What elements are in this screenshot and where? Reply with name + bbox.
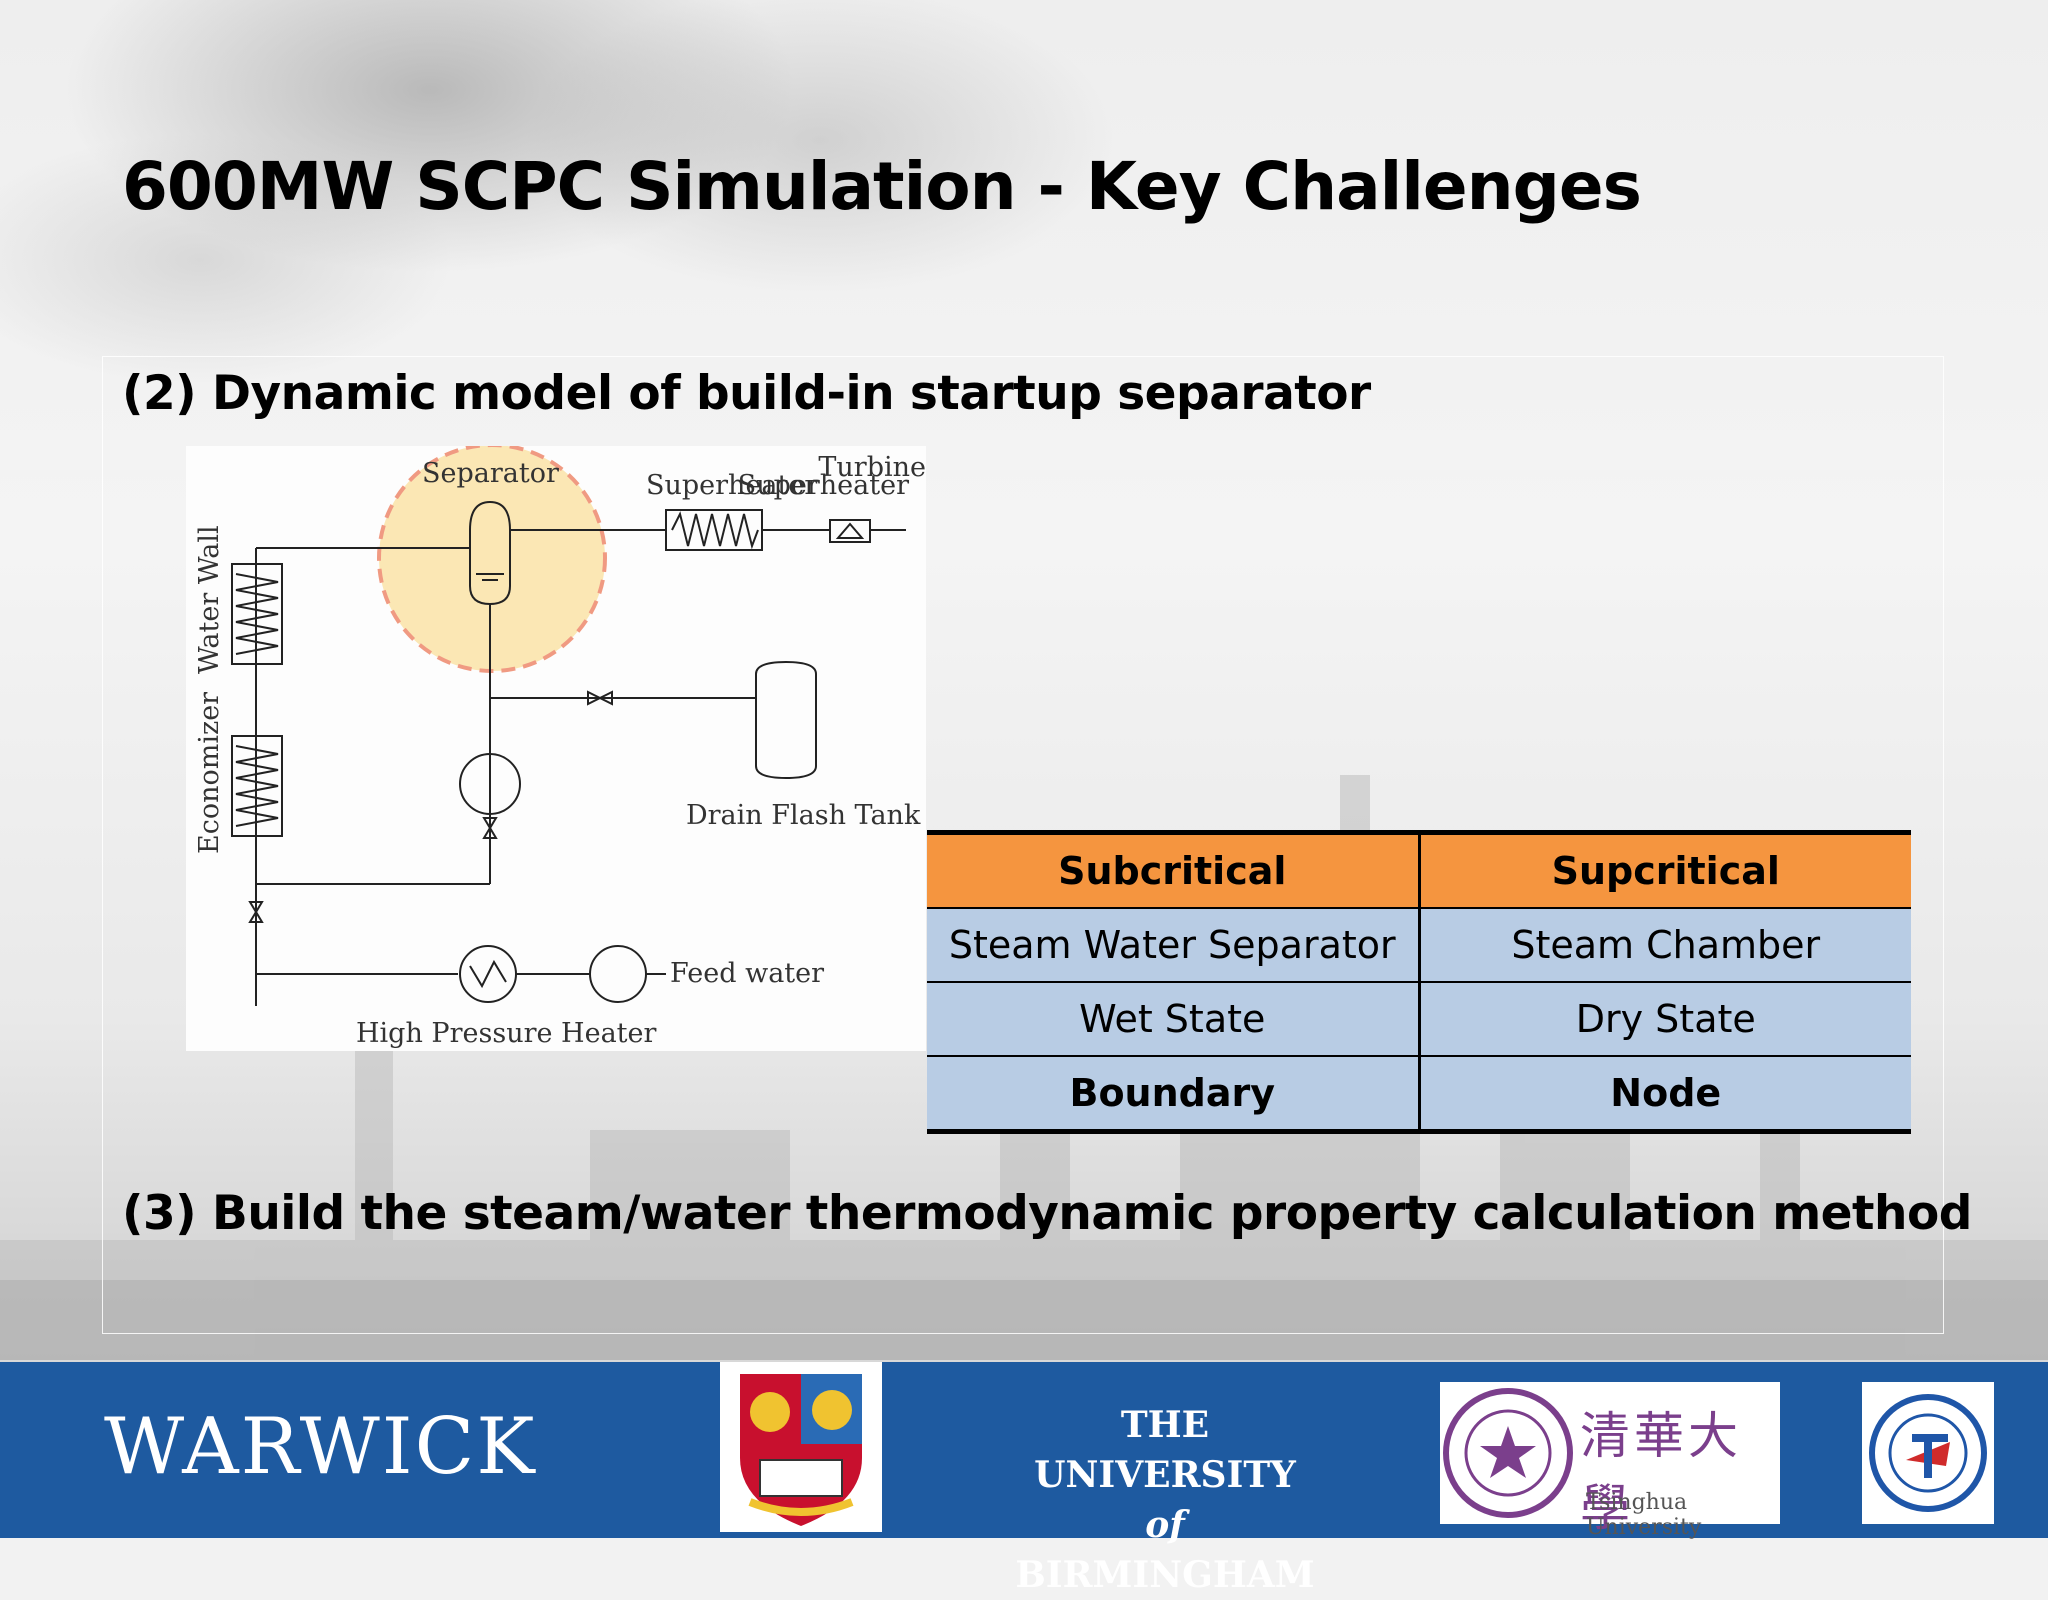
birmingham-crest	[720, 1362, 882, 1532]
table-cell: Dry State	[1419, 981, 1911, 1056]
table-cell: Wet State	[927, 981, 1421, 1056]
warwick-logo: WARWICK	[104, 1402, 537, 1492]
economizer-label: Economizer	[194, 692, 225, 854]
table-row: Steam Water Separator Steam Chamber	[927, 907, 1911, 982]
footer-logo-bar: WARWICK THE UNIVERSITY of BIRMINGHAM 清華大…	[0, 1360, 2048, 1596]
tsinghua-english-name: Tsinghua University	[1586, 1490, 1702, 1540]
high-pressure-heater-label: High Pressure Heater	[356, 1018, 657, 1049]
point-3-heading: (3) Build the steam/water thermodynamic …	[122, 1186, 1972, 1241]
superheater-2-label: Superheater	[738, 470, 909, 501]
turbine-label: Turbine	[818, 452, 926, 483]
table-header-row: Subcritical Supcritical	[927, 832, 1911, 908]
birmingham-wordmark: THE UNIVERSITY of BIRMINGHAM	[990, 1400, 1340, 1600]
power-plant-skyline	[0, 775, 2048, 1360]
drain-flash-tank-label: Drain Flash Tank	[686, 800, 921, 831]
table-row: Wet State Dry State	[927, 981, 1911, 1056]
table-cell: Steam Water Separator	[927, 907, 1421, 982]
water-wall-label: Water Wall	[194, 525, 225, 674]
tsinghua-logo: 清華大學 Tsinghua University	[1440, 1382, 1780, 1540]
comparison-table: Subcritical Supcritical Steam Water Sepa…	[927, 830, 1911, 1134]
point-2-heading: (2) Dynamic model of build-in startup se…	[122, 366, 1371, 421]
header-subcritical: Subcritical	[927, 832, 1421, 908]
feed-water-label: Feed water	[670, 958, 824, 989]
table-row: Boundary Node	[927, 1055, 1911, 1132]
table-cell: Steam Chamber	[1419, 907, 1911, 982]
content-frame	[102, 356, 1944, 1334]
separator-system-diagram: Separator Superheater Superheater	[186, 446, 926, 1051]
separator-label: Separator	[422, 458, 559, 489]
university-seal-logo	[1862, 1382, 1994, 1524]
table-cell: Node	[1419, 1055, 1911, 1132]
birmingham-of: of	[1145, 1504, 1185, 1546]
header-supcritical: Supcritical	[1419, 832, 1911, 908]
tsinghua-chinese-name: 清華大學	[1580, 1407, 1742, 1537]
birmingham-line-1: THE UNIVERSITY	[1034, 1404, 1296, 1496]
superheater-1-label: Superheater	[646, 470, 817, 501]
separator-highlight	[377, 446, 607, 673]
birmingham-line-2: of BIRMINGHAM	[990, 1500, 1340, 1600]
slide-title: 600MW SCPC Simulation - Key Challenges	[122, 148, 1642, 225]
table-cell: Boundary	[927, 1055, 1421, 1132]
birmingham-name: BIRMINGHAM	[1015, 1554, 1315, 1596]
